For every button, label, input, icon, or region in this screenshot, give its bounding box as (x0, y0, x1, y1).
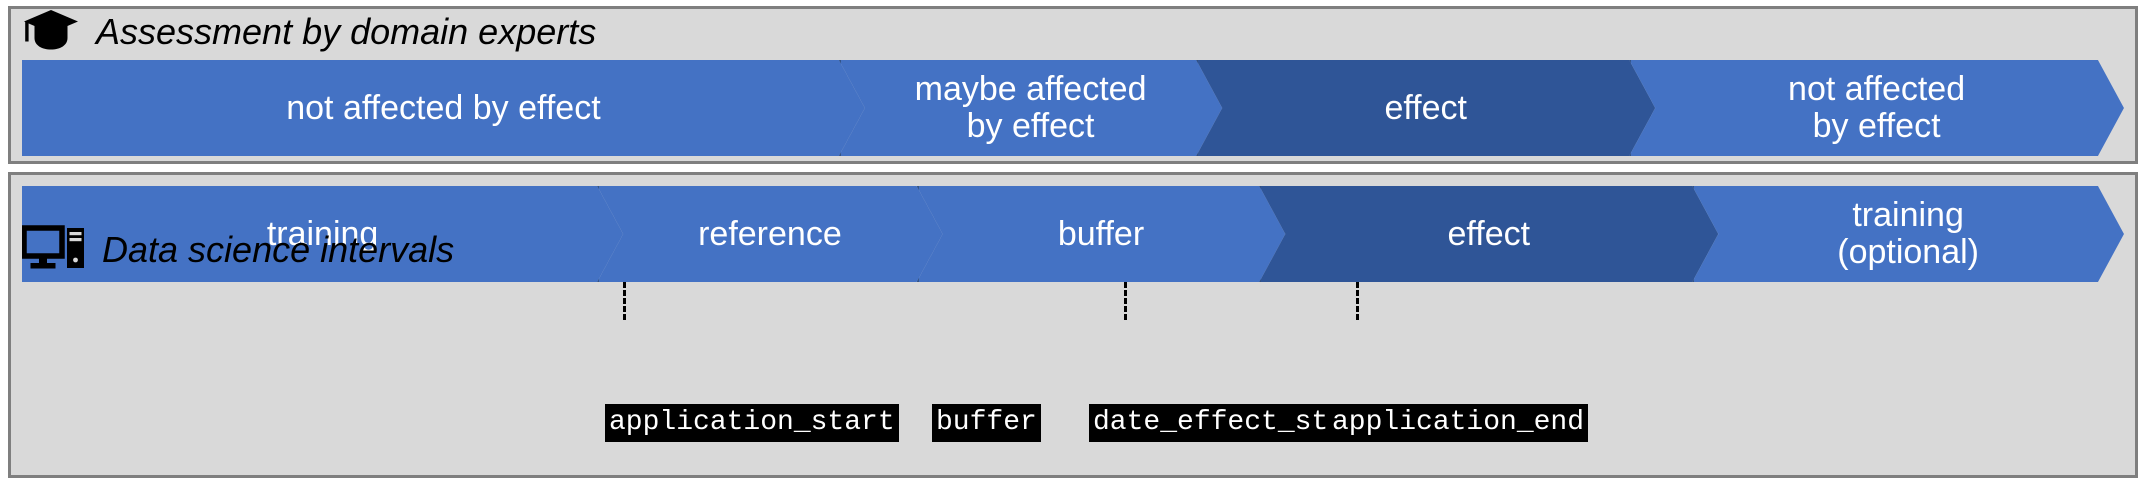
segment-not-affected-by-effect-1[interactable]: not affected by effect (22, 60, 865, 156)
caption-row-assessment: Assessment by domain experts (22, 8, 596, 56)
segment-label: buffer (1057, 214, 1145, 253)
segment-label: training (optional) (1837, 196, 1979, 271)
segment-label: training (266, 214, 379, 253)
segment-not-affected-by-effect-2[interactable]: not affected by effect (1629, 60, 2124, 156)
chevron-bar-data-science: training reference buffer effect trainin… (22, 186, 2124, 282)
leader-line-application-end (1356, 282, 1359, 320)
segment-label: effect (1384, 88, 1467, 127)
segment-training-optional[interactable]: training (optional) (1692, 186, 2124, 282)
segment-training[interactable]: training (22, 186, 623, 282)
marker-chip-application-start[interactable]: application_start (605, 404, 899, 443)
segment-label: not affected by effect (1788, 70, 1966, 145)
caption-row-data-science: Data science intervals (21, 222, 455, 278)
caption-label-assessment: Assessment by domain experts (96, 11, 597, 52)
segment-label: effect (1447, 214, 1531, 253)
segment-effect[interactable]: effect (1259, 186, 1718, 282)
caption-label-data-science: Data science intervals (102, 229, 455, 270)
marker-chip-application-end[interactable]: application_end (1328, 404, 1589, 443)
leader-line-application-start (623, 282, 626, 320)
segment-label: not affected by effect (286, 88, 601, 127)
segment-effect[interactable]: effect (1196, 60, 1655, 156)
desktop-computer-icon (21, 224, 86, 277)
segment-maybe-affected-by-effect[interactable]: maybe affected by effect (839, 60, 1222, 156)
chevron-bar-assessment: not affected by effect maybe affected by… (22, 60, 2124, 156)
leader-line-date-effect-start (1124, 282, 1127, 320)
graduation-cap-icon (22, 8, 80, 57)
segment-label: maybe affected by effect (914, 70, 1147, 145)
marker-chip-buffer[interactable]: buffer (932, 404, 1041, 443)
segment-reference[interactable]: reference (597, 186, 943, 282)
segment-label: reference (698, 214, 842, 253)
segment-buffer[interactable]: buffer (917, 186, 1286, 282)
